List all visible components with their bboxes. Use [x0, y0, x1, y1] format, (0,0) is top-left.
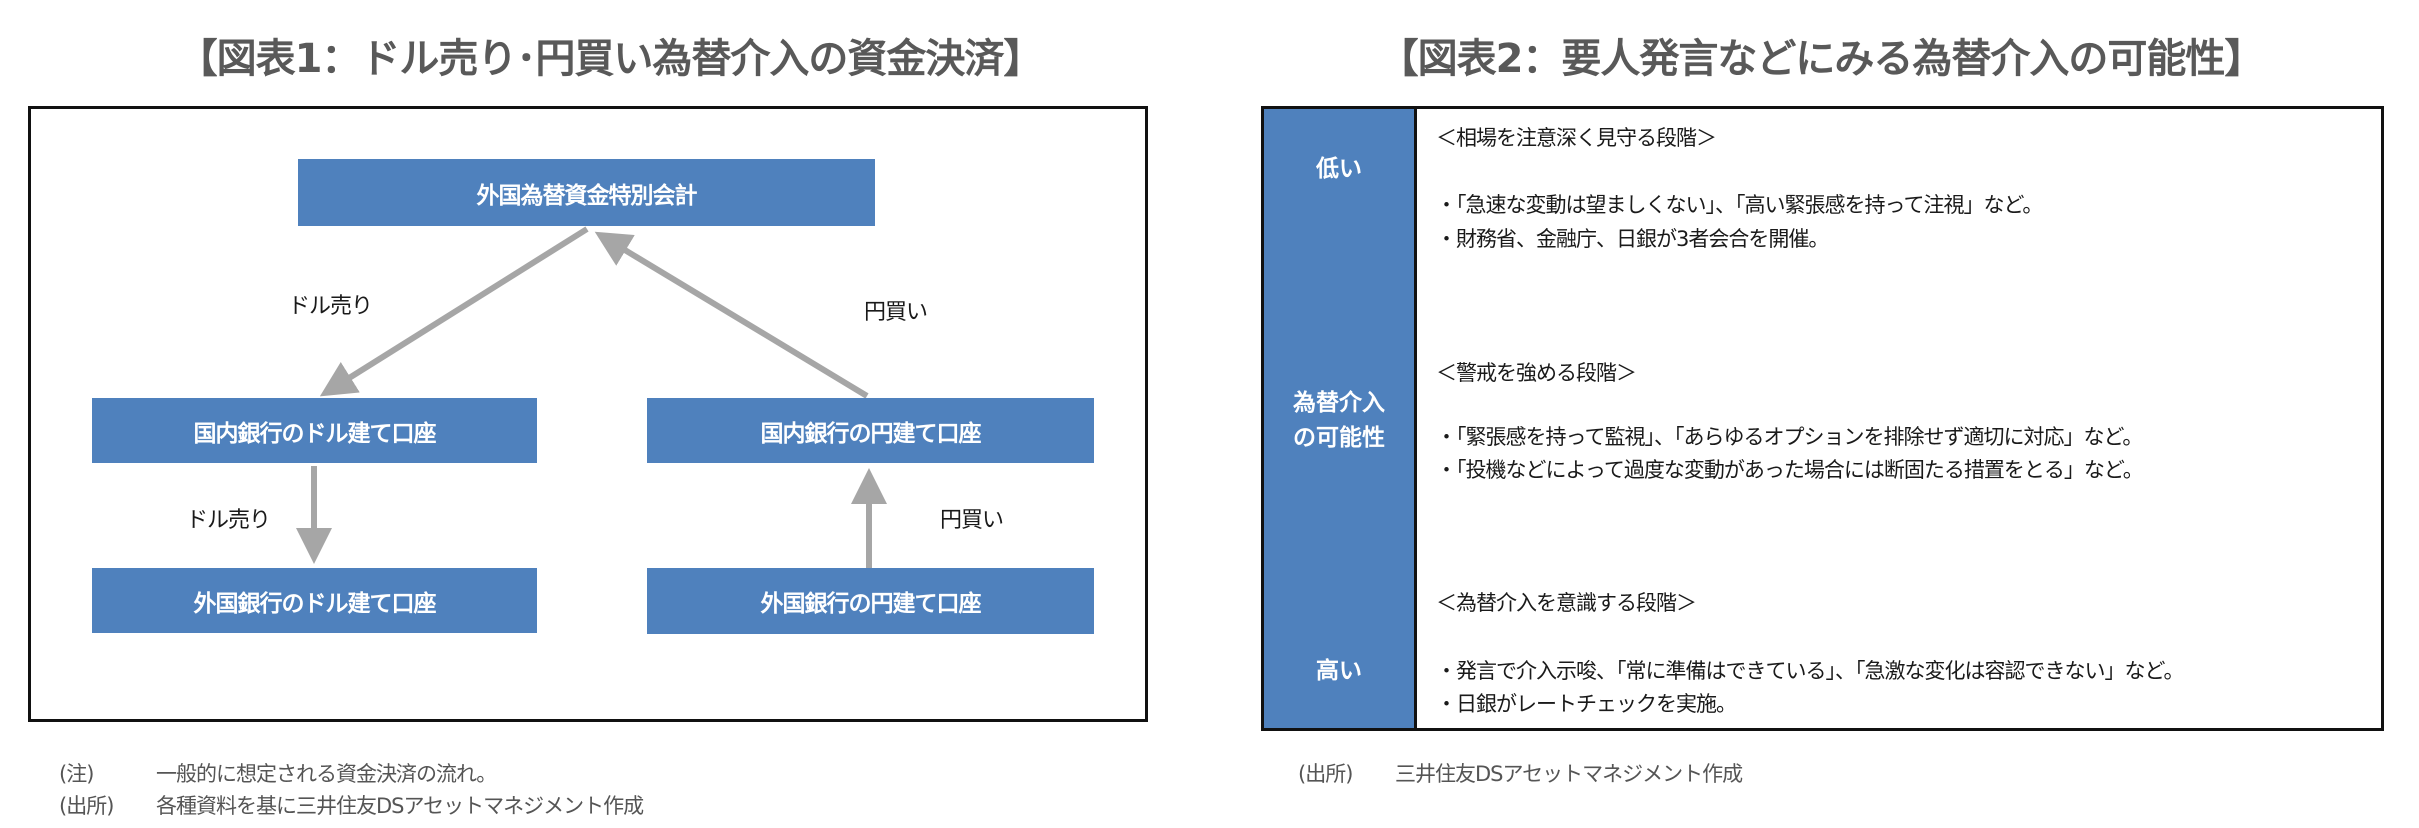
figure2-title: 【図表2：要人発言などにみる為替介入の可能性】 — [1378, 36, 2265, 82]
stage-bullet: ・日銀がレートチェックを実施。 — [1436, 692, 1737, 716]
node-fx-fund-special-account: 外国為替資金特別会計 — [298, 159, 875, 226]
stage-heading: ＜為替介入を意識する段階＞ — [1436, 591, 1697, 615]
edge-label-yen-buy: 円買い — [940, 508, 1004, 533]
likelihood-axis-column — [1264, 109, 1417, 728]
source-label: (出所) — [1298, 762, 1353, 786]
note-text: 一般的に想定される資金決済の流れ。 — [156, 762, 497, 786]
node-domestic-bank-usd-account: 国内銀行のドル建て口座 — [92, 398, 537, 463]
edge-label-dollar-sell: ドル売り — [186, 508, 271, 533]
axis-middle-label-line2: の可能性 — [1293, 425, 1385, 451]
stage-bullet: ・財務省、金融庁、日銀が3者会合を開催。 — [1436, 227, 1829, 251]
note-label: (注) — [59, 762, 94, 786]
stage-bullet: ・「投機などによって過度な変動があった場合には断固たる措置をとる」など。 — [1436, 458, 2144, 482]
stage-bullet: ・「緊張感を持って監視」、「あらゆるオプションを排除せず適切に対応」など。 — [1436, 425, 2143, 449]
stage-heading: ＜相場を注意深く見守る段階＞ — [1436, 126, 1717, 150]
figure1-title: 【図表1：ドル売り･円買い為替介入の資金決済】 — [177, 36, 1044, 82]
arrow-dollar-sell-top — [319, 226, 589, 397]
node-foreign-bank-usd-account: 外国銀行のドル建て口座 — [92, 568, 537, 633]
source-label: (出所) — [59, 794, 114, 818]
edge-label-yen-buy: 円買い — [864, 300, 928, 325]
arrow-yen-buy-top — [594, 231, 869, 399]
axis-low-label: 低い — [1316, 156, 1362, 182]
stage-bullet: ・「急速な変動は望ましくない」、「高い緊張感を持って注視」など。 — [1436, 193, 2043, 217]
axis-middle-label-line1: 為替介入 — [1293, 390, 1385, 416]
figure2-table — [1261, 106, 2384, 731]
figure1-frame — [28, 106, 1148, 722]
flow-arrows — [296, 226, 887, 568]
stage-heading: ＜警戒を強める段階＞ — [1436, 361, 1637, 385]
node-domestic-bank-jpy-account: 国内銀行の円建て口座 — [647, 398, 1094, 463]
node-foreign-bank-jpy-account: 外国銀行の円建て口座 — [647, 568, 1094, 634]
edge-label-dollar-sell: ドル売り — [288, 294, 373, 319]
axis-high-label: 高い — [1316, 658, 1362, 684]
source-text: 三井住友DSアセットマネジメント作成 — [1395, 762, 1743, 786]
stage-bullet: ・発言で介入示唆、「常に準備はできている」、「急激な変化は容認できない」など。 — [1436, 659, 2184, 683]
source-text: 各種資料を基に三井住友DSアセットマネジメント作成 — [156, 794, 644, 818]
